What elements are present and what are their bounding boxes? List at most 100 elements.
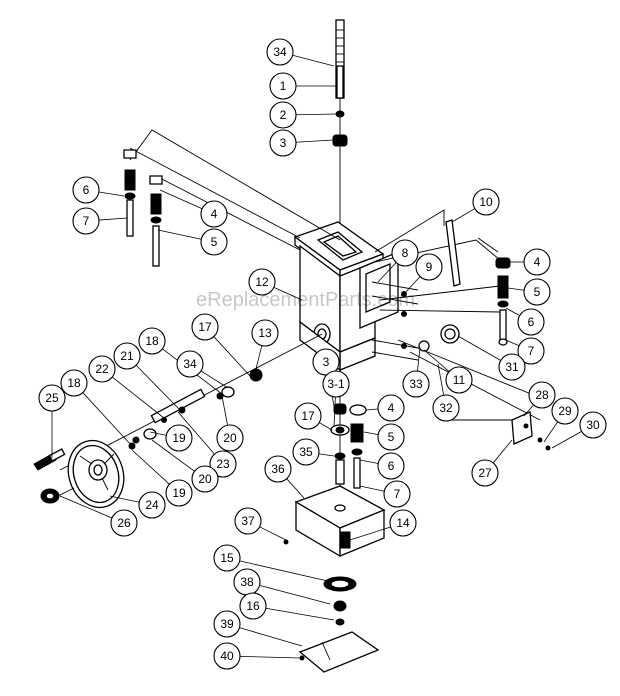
callout-28: 28 bbox=[528, 381, 556, 409]
callout-number: 40 bbox=[220, 649, 234, 663]
top-threaded-rod bbox=[335, 19, 345, 99]
callout-number: 9 bbox=[426, 260, 433, 274]
callout-leader-line bbox=[292, 54, 335, 67]
callout-leader-line bbox=[149, 431, 167, 436]
callout-13: 13 bbox=[251, 319, 279, 347]
callout-29: 29 bbox=[551, 397, 579, 425]
callout-3-1: 3-1 bbox=[322, 370, 350, 398]
callout-36: 36 bbox=[264, 455, 292, 483]
callout-4: 4 bbox=[523, 248, 551, 276]
lower-right-bolt bbox=[349, 404, 367, 489]
callout-12: 12 bbox=[248, 268, 276, 296]
lower-center-stack bbox=[330, 403, 350, 485]
callout-10: 10 bbox=[472, 188, 500, 216]
callout-number: 16 bbox=[246, 599, 260, 613]
callout-number: 7 bbox=[83, 214, 90, 228]
callout-leader-line bbox=[109, 495, 140, 503]
callout-circle bbox=[517, 337, 545, 365]
callout-circle bbox=[498, 353, 526, 381]
callout-leader-line bbox=[377, 262, 397, 283]
handle-25 bbox=[33, 448, 66, 471]
callout-circle bbox=[377, 452, 405, 480]
callout-number: 31 bbox=[505, 360, 519, 374]
callout-leader-line bbox=[239, 560, 333, 583]
callout-number: 19 bbox=[172, 486, 186, 500]
callout-number: 1 bbox=[280, 79, 287, 93]
callout-leader-line bbox=[259, 584, 331, 605]
callout-number: 5 bbox=[211, 235, 218, 249]
callout-34: 34 bbox=[176, 350, 204, 378]
callout-26: 26 bbox=[110, 509, 138, 537]
callout-number: 34 bbox=[273, 45, 287, 59]
callout-leader-line bbox=[543, 421, 559, 443]
knob-26 bbox=[40, 487, 75, 504]
callout-19: 19 bbox=[165, 479, 193, 507]
callout-number: 23 bbox=[216, 457, 230, 471]
base-casting-36 bbox=[294, 485, 386, 558]
left-bolt-6-7 bbox=[123, 149, 137, 237]
callout-circle bbox=[294, 402, 322, 430]
callout-18: 18 bbox=[60, 369, 88, 397]
callout-number: 3 bbox=[280, 136, 287, 150]
callout-4: 4 bbox=[377, 394, 405, 422]
callout-number: 7 bbox=[528, 344, 535, 358]
callout-leader-line bbox=[417, 347, 421, 372]
callout-number: 24 bbox=[145, 498, 159, 512]
callout-circle bbox=[551, 397, 579, 425]
callout-circle bbox=[269, 72, 297, 100]
nut-3-top bbox=[332, 134, 348, 147]
callout-circle bbox=[251, 319, 279, 347]
callout-5: 5 bbox=[377, 423, 405, 451]
handwheel-24 bbox=[67, 439, 125, 509]
callout-number: 12 bbox=[255, 275, 269, 289]
screw-37 bbox=[283, 539, 289, 545]
watermark-text: eReplacementParts.com bbox=[196, 289, 415, 311]
callout-leader-line bbox=[239, 627, 303, 647]
bottom-plate-39 bbox=[298, 631, 380, 673]
callout-circle bbox=[138, 327, 166, 355]
callout-circle bbox=[216, 424, 244, 452]
callout-circle bbox=[523, 248, 551, 276]
callout-leader-line bbox=[273, 286, 303, 301]
callout-number: 32 bbox=[439, 401, 453, 415]
callout-leader-line bbox=[359, 459, 379, 464]
callout-circle bbox=[269, 129, 297, 157]
callout-7: 7 bbox=[72, 207, 100, 235]
callout-number: 6 bbox=[388, 459, 395, 473]
callout-circle bbox=[377, 394, 405, 422]
callout-leader-line bbox=[200, 370, 229, 389]
callout-circle bbox=[234, 507, 262, 535]
callout-leader-line bbox=[159, 189, 203, 210]
callout-number: 27 bbox=[478, 466, 492, 480]
callout-circle bbox=[165, 479, 193, 507]
callout-leader-line bbox=[98, 217, 128, 221]
callout-number: 13 bbox=[258, 326, 272, 340]
callout-leaders bbox=[51, 54, 582, 659]
callout-circle bbox=[517, 308, 545, 336]
callout-circle bbox=[415, 253, 443, 281]
callout-leader-line bbox=[365, 408, 379, 411]
callout-5: 5 bbox=[200, 228, 228, 256]
callout-circle bbox=[432, 394, 460, 422]
callout-number: 17 bbox=[198, 320, 212, 334]
callout-19: 19 bbox=[165, 424, 193, 452]
callout-circle bbox=[72, 176, 100, 204]
callout-number: 35 bbox=[299, 445, 313, 459]
callout-circle bbox=[138, 491, 166, 519]
callout-39: 39 bbox=[213, 610, 241, 638]
callout-leader-line bbox=[507, 287, 525, 291]
callout-17: 17 bbox=[294, 402, 322, 430]
callout-35: 35 bbox=[292, 438, 320, 466]
callout-circle bbox=[176, 350, 204, 378]
callout-number: 4 bbox=[211, 207, 218, 221]
callout-number: 30 bbox=[586, 418, 600, 432]
construction-line bbox=[379, 285, 501, 301]
callout-17: 17 bbox=[191, 313, 219, 341]
callout-40: 40 bbox=[213, 642, 241, 670]
callout-number: 38 bbox=[240, 575, 254, 589]
callout-number: 22 bbox=[95, 362, 109, 376]
callout-number: 11 bbox=[453, 373, 466, 387]
callout-circle bbox=[110, 509, 138, 537]
callout-number: 5 bbox=[388, 430, 395, 444]
callout-16: 16 bbox=[239, 592, 267, 620]
